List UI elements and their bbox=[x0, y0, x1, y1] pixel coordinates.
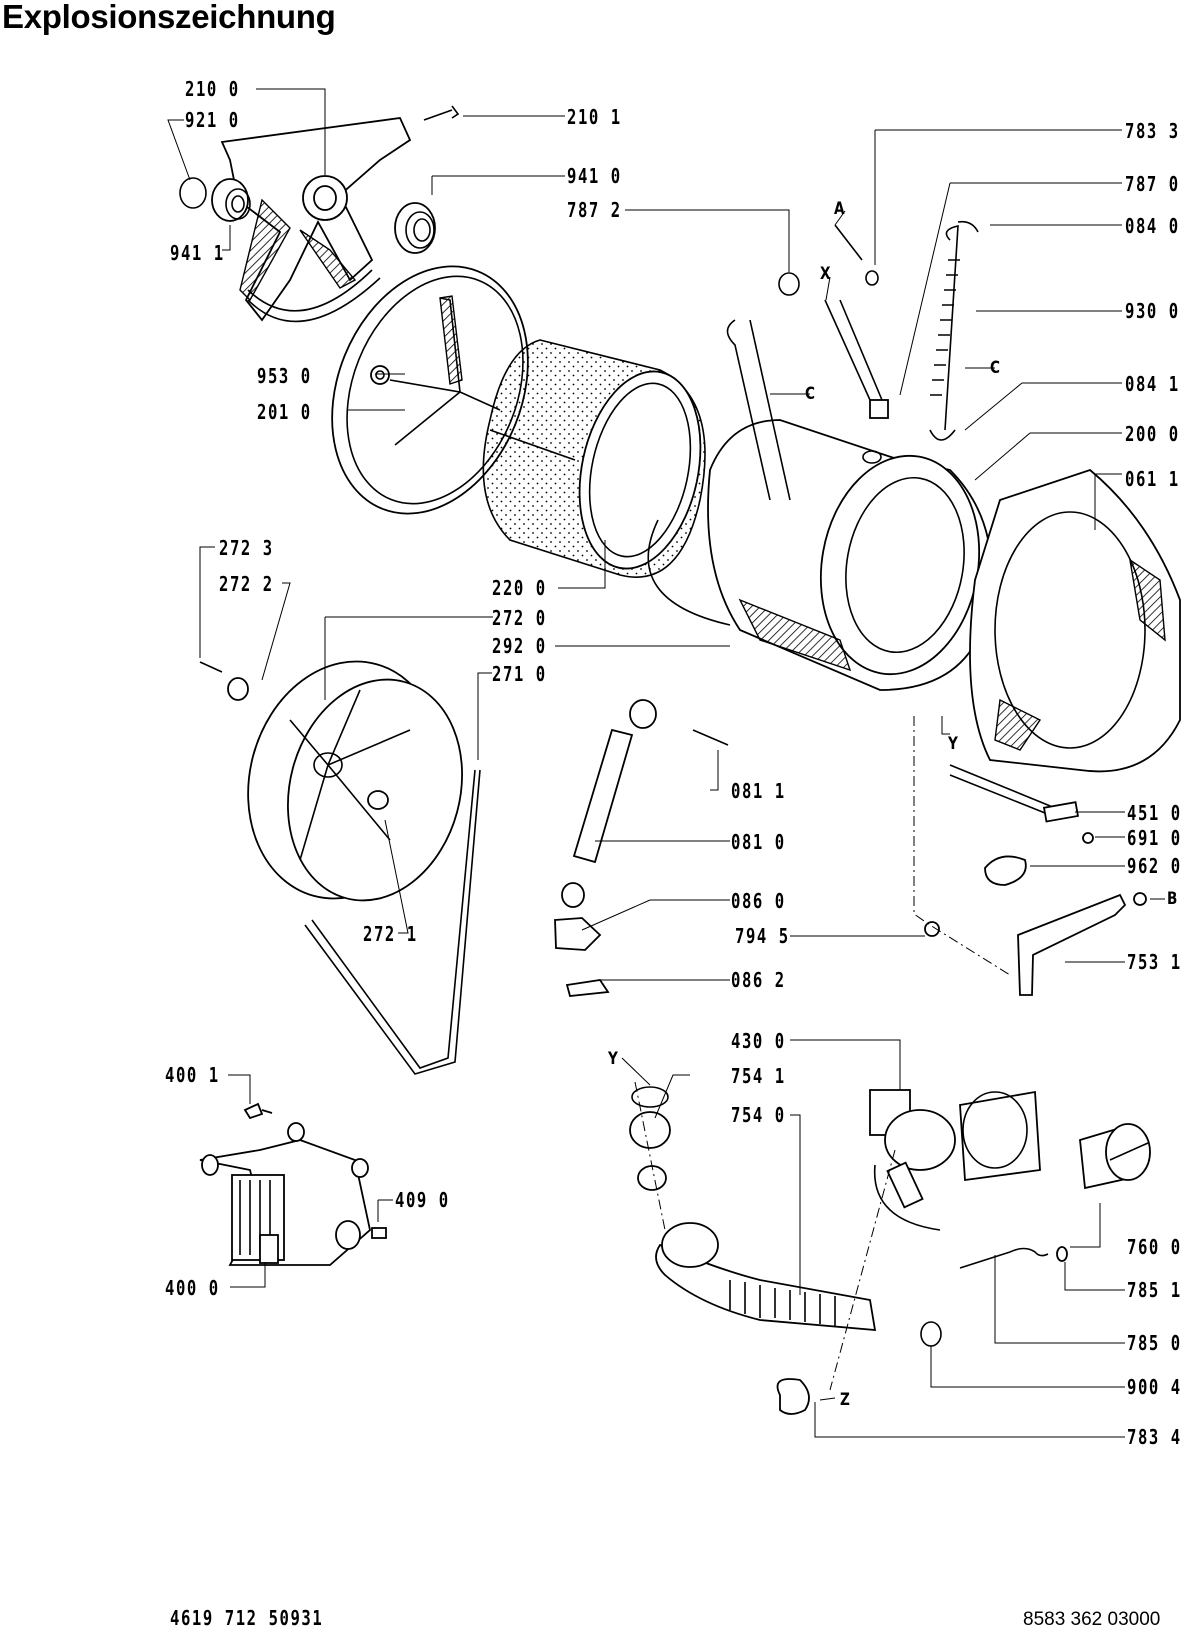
hose-clamp bbox=[778, 272, 800, 296]
part-label-2200: 220 0 bbox=[492, 576, 547, 600]
rear-tub-cover bbox=[331, 265, 529, 515]
part-label-7945: 794 5 bbox=[735, 924, 790, 948]
part-label-0841: 084 1 bbox=[1125, 372, 1180, 396]
part-label-7851: 785 1 bbox=[1127, 1278, 1182, 1302]
drive-belt bbox=[311, 769, 476, 1069]
part-label-9530: 953 0 bbox=[257, 364, 312, 388]
tub bbox=[707, 419, 993, 691]
door-seal-ring bbox=[647, 519, 731, 626]
part-label-7834: 783 4 bbox=[1127, 1425, 1182, 1449]
part-label-2722: 272 2 bbox=[219, 572, 274, 596]
part-label-2000: 200 0 bbox=[1125, 422, 1180, 446]
tube-a bbox=[834, 224, 863, 261]
drum bbox=[482, 339, 706, 578]
part-label-4300: 430 0 bbox=[731, 1029, 786, 1053]
part-label-0860: 086 0 bbox=[731, 889, 786, 913]
ref-letter-y-pump: Y bbox=[608, 1049, 618, 1069]
page-title: Explosionszeichnung bbox=[2, 0, 336, 35]
bolt-081-1 bbox=[692, 729, 729, 746]
nut bbox=[1082, 832, 1094, 844]
part-label-0811: 081 1 bbox=[731, 779, 786, 803]
hose-ring bbox=[631, 1086, 669, 1108]
bolt bbox=[423, 105, 460, 121]
part-label-0840: 084 0 bbox=[1125, 214, 1180, 238]
ref-letter-x: X bbox=[820, 264, 831, 284]
pressure-chamber-plug bbox=[924, 921, 940, 937]
part-label-2720: 272 0 bbox=[492, 606, 547, 630]
part-label-7833: 783 3 bbox=[1125, 119, 1180, 143]
drain-pump bbox=[869, 1089, 1041, 1231]
part-label-2723: 272 3 bbox=[219, 536, 274, 560]
part-label-7850: 785 0 bbox=[1127, 1331, 1182, 1355]
part-label-9411: 941 1 bbox=[170, 241, 225, 265]
part-label-2721: 272 1 bbox=[363, 922, 418, 946]
part-label-2101: 210 1 bbox=[567, 105, 622, 129]
ref-letter-b: B bbox=[1167, 889, 1178, 909]
part-label-9410: 941 0 bbox=[567, 164, 622, 188]
part-label-4510: 451 0 bbox=[1127, 801, 1182, 825]
part-label-7540: 754 0 bbox=[731, 1103, 786, 1127]
circlip bbox=[179, 177, 207, 209]
part-label-0862: 086 2 bbox=[731, 968, 786, 992]
suspension-spring bbox=[929, 220, 979, 441]
front-tub-ring bbox=[969, 468, 1181, 773]
part-label-9620: 962 0 bbox=[1127, 854, 1182, 878]
part-label-7870: 787 0 bbox=[1125, 172, 1180, 196]
clip bbox=[565, 979, 610, 997]
drum-spider bbox=[220, 117, 412, 323]
motor-screw bbox=[243, 1102, 273, 1120]
pump-filter bbox=[1079, 1123, 1151, 1190]
seal bbox=[629, 1111, 671, 1149]
pressure-switch-bracket bbox=[1017, 893, 1127, 996]
part-label-4001: 400 1 bbox=[165, 1063, 220, 1087]
document-number-left: 4619 712 50931 bbox=[170, 1606, 324, 1630]
part-label-2920: 292 0 bbox=[492, 634, 547, 658]
bearing-small bbox=[211, 178, 251, 222]
screw bbox=[199, 661, 223, 673]
document-number-right: 8583 362 03000 bbox=[1023, 1609, 1161, 1630]
bellows-hose bbox=[824, 299, 889, 419]
part-label-6910: 691 0 bbox=[1127, 826, 1182, 850]
part-label-9300: 930 0 bbox=[1125, 299, 1180, 323]
grommet bbox=[984, 855, 1027, 886]
nozzle bbox=[865, 270, 879, 286]
leader-lines bbox=[167, 88, 1165, 1438]
part-label-7872: 787 2 bbox=[567, 198, 622, 222]
part-label-2100: 210 0 bbox=[185, 77, 240, 101]
part-label-4090: 409 0 bbox=[395, 1188, 450, 1212]
valve bbox=[637, 1165, 667, 1191]
ref-letter-c-left: C bbox=[805, 384, 815, 404]
hose-c bbox=[726, 319, 771, 501]
part-label-2010: 201 0 bbox=[257, 400, 312, 424]
drum-pulley bbox=[247, 660, 463, 902]
ref-letter-a: A bbox=[834, 199, 845, 219]
bracket bbox=[554, 917, 602, 951]
part-label-0810: 081 0 bbox=[731, 830, 786, 854]
part-label-7541: 754 1 bbox=[731, 1064, 786, 1088]
part-label-2710: 271 0 bbox=[492, 662, 547, 686]
part-label-7600: 760 0 bbox=[1127, 1235, 1182, 1259]
bearing-large bbox=[394, 202, 436, 254]
motor-clip bbox=[371, 1227, 387, 1239]
heating-element bbox=[949, 764, 1061, 816]
ref-letter-c-right: C bbox=[990, 358, 1000, 378]
elbow-hose bbox=[776, 1378, 810, 1415]
motor bbox=[199, 1122, 371, 1266]
hose-clamp-900 bbox=[920, 1321, 942, 1347]
shock-absorber bbox=[561, 699, 657, 908]
part-label-9210: 921 0 bbox=[185, 108, 240, 132]
wire-sensor bbox=[959, 1251, 1011, 1269]
part-label-7531: 753 1 bbox=[1127, 950, 1182, 974]
part-label-0611: 061 1 bbox=[1125, 467, 1180, 491]
ref-letter-z: Z bbox=[840, 1390, 850, 1410]
part-label-4000: 400 0 bbox=[165, 1276, 220, 1300]
part-label-9004: 900 4 bbox=[1127, 1375, 1182, 1399]
ref-letter-y-tub: Y bbox=[948, 734, 958, 754]
washer bbox=[227, 677, 249, 701]
